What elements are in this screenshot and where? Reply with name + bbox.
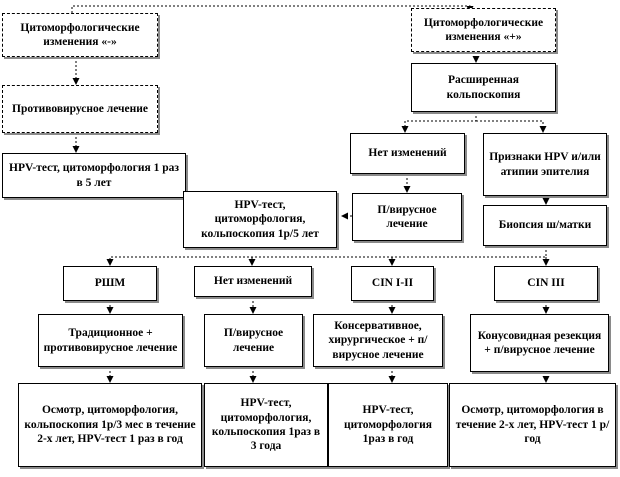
node-no-change-mid: Нет изменений	[194, 266, 312, 297]
node-colposcopy-extended: Расширенная кольпоскопия	[411, 63, 556, 112]
node-hpv-5y: HPV-тест, цитоморфология 1 раз в 5 лет	[2, 153, 186, 198]
connector	[401, 112, 477, 133]
node-antiviral: Противовирусное лечение	[2, 85, 158, 133]
node-antiviral-mid: П/вирусное лечение	[204, 314, 303, 367]
node-hpv-colposcopy-5y: HPV-тест, цитоморфология, кольпоскопия 1…	[183, 191, 337, 248]
node-biopsy: Биопсия ш/матки	[483, 205, 607, 246]
node-followup-3y: HPV-тест, цитоморфология, кольпоскопия 1…	[204, 383, 328, 467]
node-cin-3: CIN III	[494, 266, 598, 301]
node-antiviral-top: П/вирусное лечение	[352, 193, 462, 241]
node-rshm: РШМ	[63, 266, 157, 301]
node-conservative: Консервативное, хирургическое + п/вирусн…	[313, 314, 443, 367]
node-cyto-positive: Цитоморфологические изменения «+»	[411, 8, 556, 52]
node-followup-1y: HPV-тест, цитоморфология 1раз в год	[328, 383, 448, 467]
node-traditional: Традиционное + противовирусное лечение	[38, 314, 183, 367]
node-followup-2y: Осмотр, цитоморфология в течение 2-х лет…	[449, 383, 616, 467]
connector	[476, 120, 547, 133]
node-cin-1-2: CIN I-II	[351, 266, 434, 301]
node-followup-3m: Осмотр, цитоморфология, кольпоскопия 1р/…	[18, 383, 202, 467]
node-no-change-top: Нет изменений	[350, 133, 465, 174]
connector	[106, 246, 547, 266]
node-hpv-signs: Признаки HPV и/или атипии эпителия	[483, 133, 607, 196]
node-cyto-negative: Цитоморфологические изменения «-»	[2, 13, 158, 57]
node-conization: Конусовидная резекция + п/вирусное лечен…	[470, 314, 609, 372]
